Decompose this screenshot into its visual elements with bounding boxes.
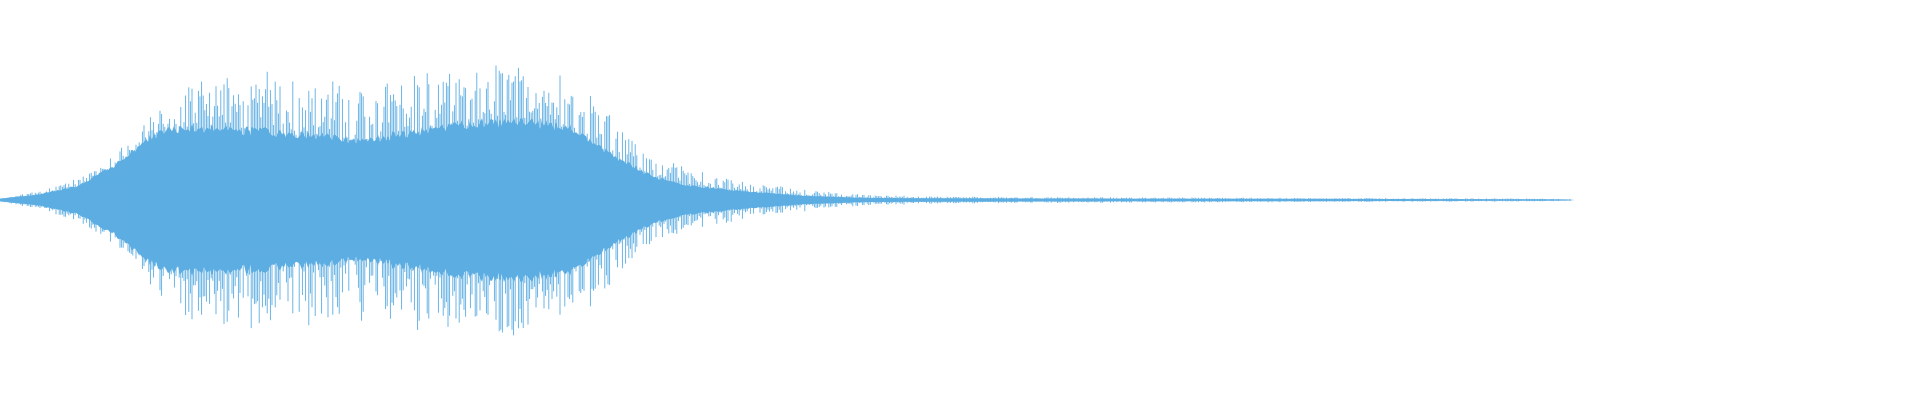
- waveform-spike-lines: [0, 65, 1574, 336]
- waveform-spikes: [0, 65, 1574, 336]
